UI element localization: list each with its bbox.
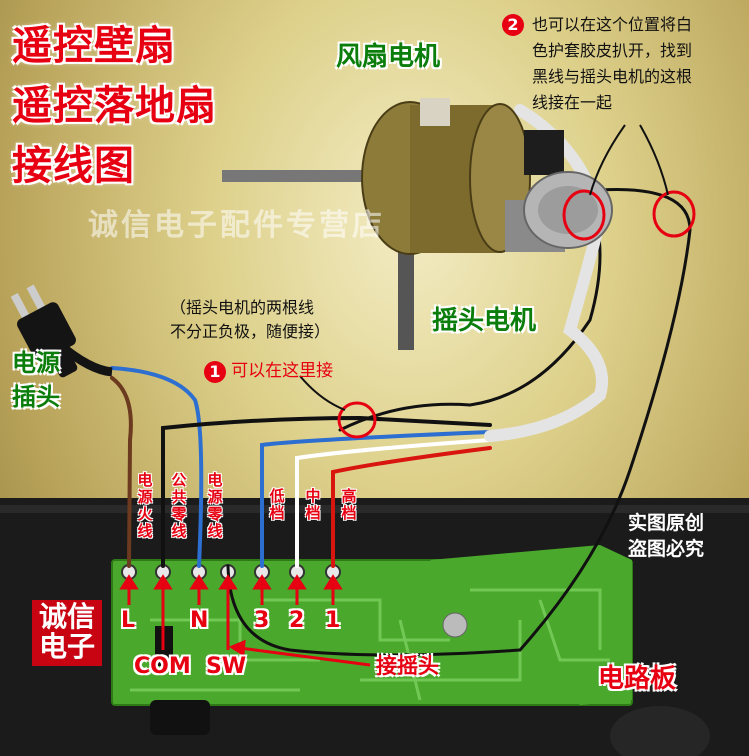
option-2-line-4: 线接在一起 xyxy=(532,93,613,112)
option-1-note: 1 可以在这里接 xyxy=(204,356,333,383)
wire-blue-neutral xyxy=(110,366,204,568)
circuit-board-label: 电路板 xyxy=(598,664,677,694)
option-2-text: 也可以在这个位置将白 色护套胶皮扒开，找到 黑线与摇头电机的这根 线接在一起 xyxy=(502,12,742,116)
terminal-arrows xyxy=(119,574,371,667)
title-line-3: 接线图 xyxy=(12,143,135,189)
panel-hole xyxy=(610,706,710,756)
title-line-1: 遥控壁扇 xyxy=(12,23,176,69)
location-circle-2a xyxy=(562,189,606,241)
stamp-line-2: 电子 xyxy=(38,630,95,663)
wire-black-common xyxy=(161,415,492,568)
wire-brown-live xyxy=(110,376,133,568)
stamp-box xyxy=(32,600,102,666)
wire-blue-low xyxy=(260,430,492,568)
wire-label-mid: 中档 xyxy=(305,487,321,522)
option-2-note: 2 也可以在这个位置将白 色护套胶皮扒开，找到 黑线与摇头电机的这根 线接在一起 xyxy=(502,12,742,116)
terminal-L: L xyxy=(121,608,136,633)
pointer-2b xyxy=(639,124,669,196)
swing-wire-note: （摇头电机的两根线 不分正负极，随便接） xyxy=(170,296,330,344)
fan-motor-graphic xyxy=(222,98,564,350)
plug-cord xyxy=(57,341,113,377)
location-circle-2b xyxy=(652,190,696,238)
wire-label-common-neutral: 公共零线 xyxy=(171,471,187,540)
option-2-line-2: 色护套胶皮扒开，找到 xyxy=(532,41,693,60)
wire-label-live: 电源火线 xyxy=(137,471,153,540)
watermark: 诚信电子配件专营店 xyxy=(88,208,385,243)
fan-motor-label: 风扇电机 xyxy=(336,42,441,72)
terminal-2: 2 xyxy=(289,608,305,633)
copyright-line-2: 盗图必究 xyxy=(628,538,705,560)
base-panel-groove xyxy=(0,505,749,513)
circuit-board xyxy=(111,545,633,735)
wire-white-mid xyxy=(295,438,492,568)
wire-label-neutral: 电源零线 xyxy=(207,471,223,540)
power-plug-label-line-1: 电源 xyxy=(12,349,60,377)
terminal-1: 1 xyxy=(325,608,341,633)
pointer-2a xyxy=(589,124,626,196)
terminal-3: 3 xyxy=(254,608,270,633)
copyright-notice: 实图原创 盗图必究 xyxy=(628,510,704,562)
wire-label-high: 高档 xyxy=(341,487,357,522)
wire-label-low: 低档 xyxy=(269,487,285,522)
option-1-text: 可以在这里接 xyxy=(231,361,334,381)
pointer-1 xyxy=(299,375,346,411)
option-2-line-1: 也可以在这个位置将白 xyxy=(532,15,693,34)
wire-black-swing-2 xyxy=(338,198,602,432)
wire-red-high xyxy=(331,446,492,568)
swing-motor-label: 摇头电机 xyxy=(432,306,537,336)
title-line-2: 遥控落地扇 xyxy=(12,83,217,129)
location-circle-1 xyxy=(337,401,377,439)
option-2-line-3: 黑线与摇头电机的这根 xyxy=(532,67,693,86)
option-2-number: 2 xyxy=(502,14,524,36)
copyright-line-1: 实图原创 xyxy=(628,512,705,534)
option-1-number: 1 xyxy=(204,360,226,383)
connect-swing-label: 接摇头 xyxy=(376,654,439,678)
swing-wire-note-line-1: （摇头电机的两根线 xyxy=(170,298,315,317)
terminal-pads xyxy=(121,564,341,580)
power-plug-label: 电源 插头 xyxy=(12,346,60,414)
wire-black-swing xyxy=(226,188,692,657)
swing-wire-note-line-2: 不分正负极，随便接） xyxy=(170,322,331,341)
shop-stamp: 诚信 电子 xyxy=(34,602,100,662)
stamp-line-1: 诚信 xyxy=(38,600,95,633)
power-plug-label-line-2: 插头 xyxy=(12,383,60,411)
terminal-SW: SW xyxy=(206,654,247,679)
terminal-COM: COM xyxy=(134,654,191,679)
terminal-N: N xyxy=(190,608,209,633)
